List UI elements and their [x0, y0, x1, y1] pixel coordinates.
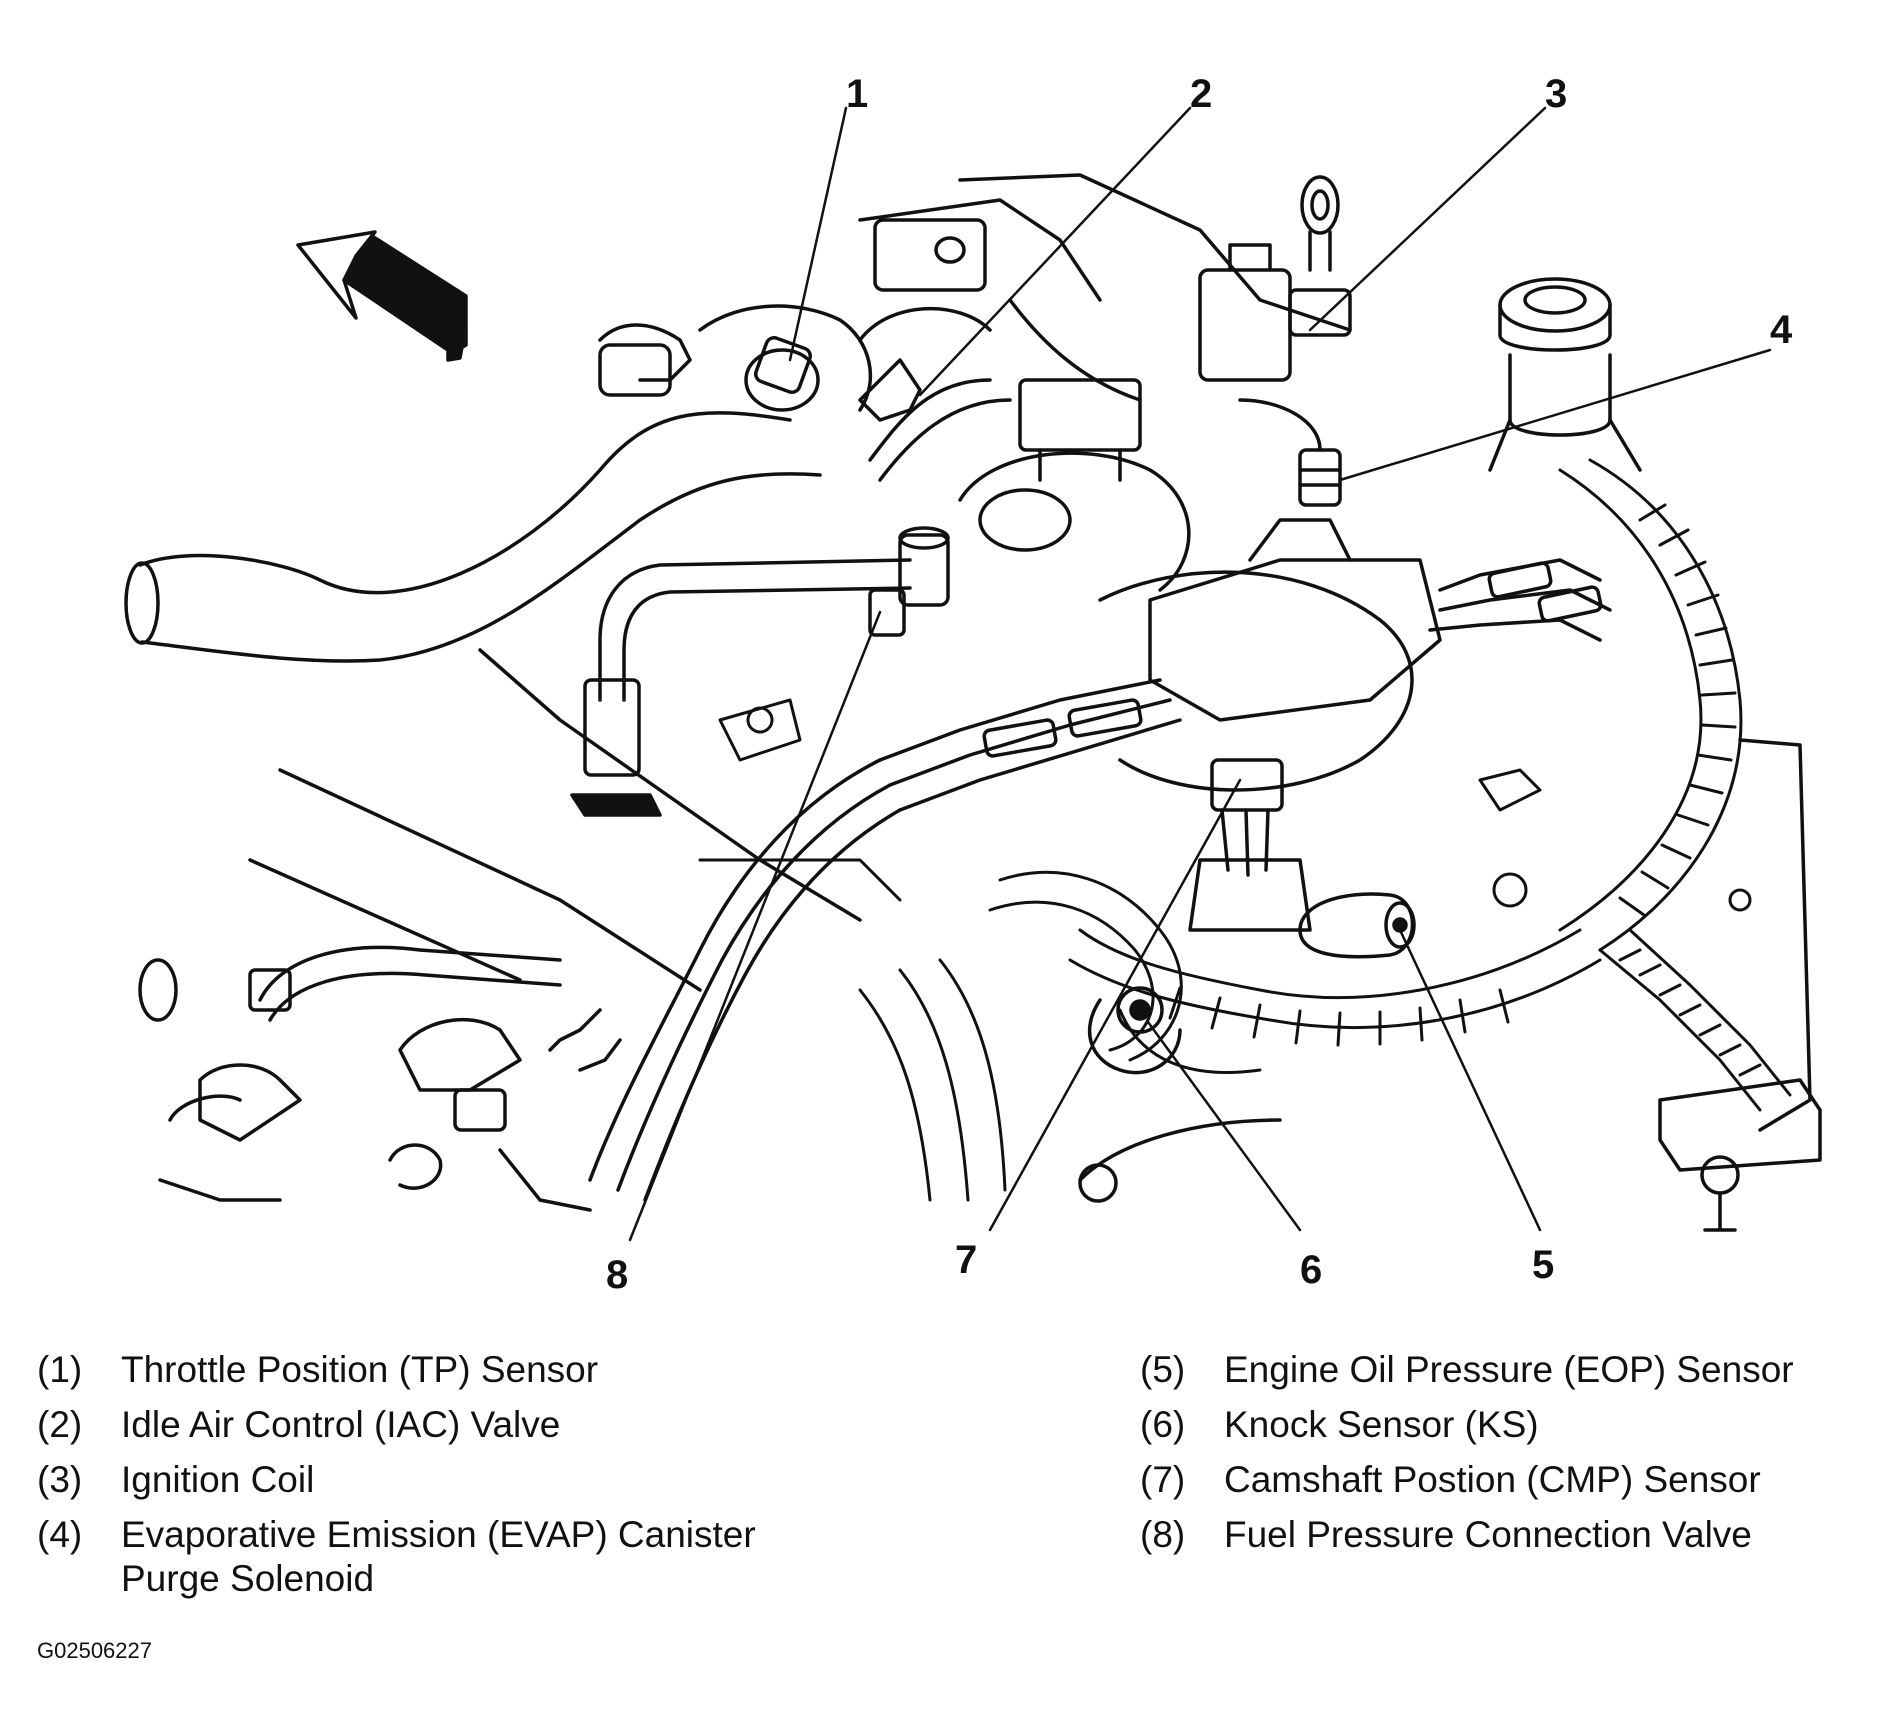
- legend-text: Idle Air Control (IAC) Valve: [121, 1404, 561, 1445]
- eop-sensor: [1298, 892, 1416, 959]
- engine-block-outline: [698, 698, 1752, 1202]
- callout-number-8: 8: [606, 1253, 629, 1297]
- cmp-sensor: [1188, 758, 1312, 932]
- legend-key: (1): [37, 1349, 83, 1390]
- evap-solenoid: [1238, 398, 1342, 507]
- callout-number-5: 5: [1532, 1243, 1555, 1287]
- radiator-cap: [1488, 277, 1642, 472]
- throttle-body: [598, 304, 1012, 482]
- leader-line-2: [918, 106, 1192, 397]
- leader-line-7: [988, 778, 1242, 1232]
- legend-text: Fuel Pressure Connection Valve: [1224, 1514, 1752, 1555]
- legend-item: (5) Engine Oil Pressure (EOP) Sensor: [1140, 1348, 1880, 1392]
- knock-sensor: [1078, 986, 1282, 1203]
- legend-key: (2): [37, 1404, 83, 1445]
- ignition-coil: [1198, 175, 1352, 382]
- legend-text: Throttle Position (TP) Sensor: [121, 1349, 599, 1390]
- legend-key: (6): [1140, 1404, 1186, 1445]
- callout-number-3: 3: [1545, 72, 1568, 116]
- callout-number-2: 2: [1190, 72, 1213, 116]
- legend-key: (7): [1140, 1459, 1186, 1500]
- legend-key: (4): [37, 1514, 83, 1555]
- legend-text: Knock Sensor (KS): [1224, 1404, 1539, 1445]
- wiring-harness: [988, 458, 1792, 1112]
- mounting-bracket: [1658, 738, 1822, 1232]
- engine-compartment-illustration: [124, 106, 1822, 1242]
- callout-number-1: 1: [846, 72, 869, 116]
- leader-line-4: [1338, 348, 1772, 482]
- fuel-injectors: [138, 945, 592, 1212]
- legend-item: (3) Ignition Coil: [37, 1458, 897, 1502]
- legend-item: (6) Knock Sensor (KS): [1140, 1403, 1880, 1447]
- callout-number-4: 4: [1770, 308, 1793, 352]
- leader-line-8: [628, 610, 882, 1242]
- fuel-rail: [570, 526, 950, 817]
- legend-text: Evaporative Emission (EVAP) Canister Pur…: [121, 1514, 756, 1599]
- callout-number-6: 6: [1300, 1248, 1323, 1292]
- legend-item: (4) Evaporative Emission (EVAP) Canister…: [37, 1513, 897, 1601]
- leader-line-6: [1146, 1020, 1302, 1232]
- legend-item: (8) Fuel Pressure Connection Valve: [1140, 1513, 1880, 1557]
- leader-line-3: [1308, 106, 1547, 332]
- legend-item: (1) Throttle Position (TP) Sensor: [37, 1348, 897, 1392]
- legend-key: (3): [37, 1459, 83, 1500]
- figure-code: G02506227: [37, 1638, 152, 1663]
- leader-line-1: [788, 106, 848, 362]
- legend-key: (5): [1140, 1349, 1186, 1390]
- callout-number-7: 7: [955, 1238, 978, 1282]
- legend-text: Camshaft Postion (CMP) Sensor: [1224, 1459, 1761, 1500]
- legend-text: Ignition Coil: [121, 1459, 315, 1500]
- legend-text: Engine Oil Pressure (EOP) Sensor: [1224, 1349, 1794, 1390]
- leader-lines: [628, 106, 1772, 1242]
- legend-key: (8): [1140, 1514, 1186, 1555]
- air-intake-hose: [124, 411, 822, 663]
- legend-item: (7) Camshaft Postion (CMP) Sensor: [1140, 1458, 1880, 1502]
- legend-left-column: (1) Throttle Position (TP) Sensor (2) Id…: [37, 1348, 897, 1612]
- distributor-and-plug-wires: [548, 518, 1612, 1202]
- front-direction-arrow-icon: [296, 230, 468, 362]
- leader-line-5: [1398, 928, 1542, 1232]
- legend-item: (2) Idle Air Control (IAC) Valve: [37, 1403, 897, 1447]
- legend-right-column: (5) Engine Oil Pressure (EOP) Sensor (6)…: [1140, 1348, 1880, 1568]
